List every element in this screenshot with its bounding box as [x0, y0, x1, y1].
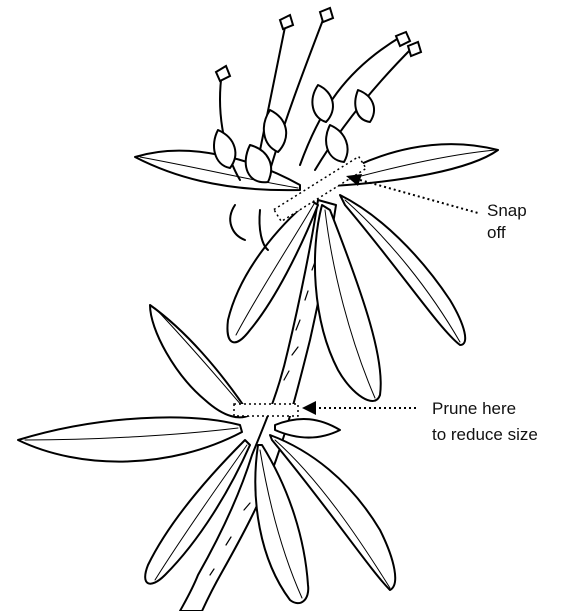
prune-label-line-2: to reduce size [432, 425, 538, 444]
snap-off-label: Snap off [487, 201, 531, 242]
leaf-lower-right-small [275, 419, 340, 438]
snap-off-leader-line [360, 180, 478, 213]
prune-label: Prune here to reduce size [432, 399, 538, 444]
arrow-head-icon [302, 401, 316, 415]
prune-band [234, 404, 298, 416]
snap-off-label-line-2: off [487, 223, 506, 242]
snap-off-label-line-1: Snap [487, 201, 527, 220]
prune-label-line-1: Prune here [432, 399, 516, 418]
